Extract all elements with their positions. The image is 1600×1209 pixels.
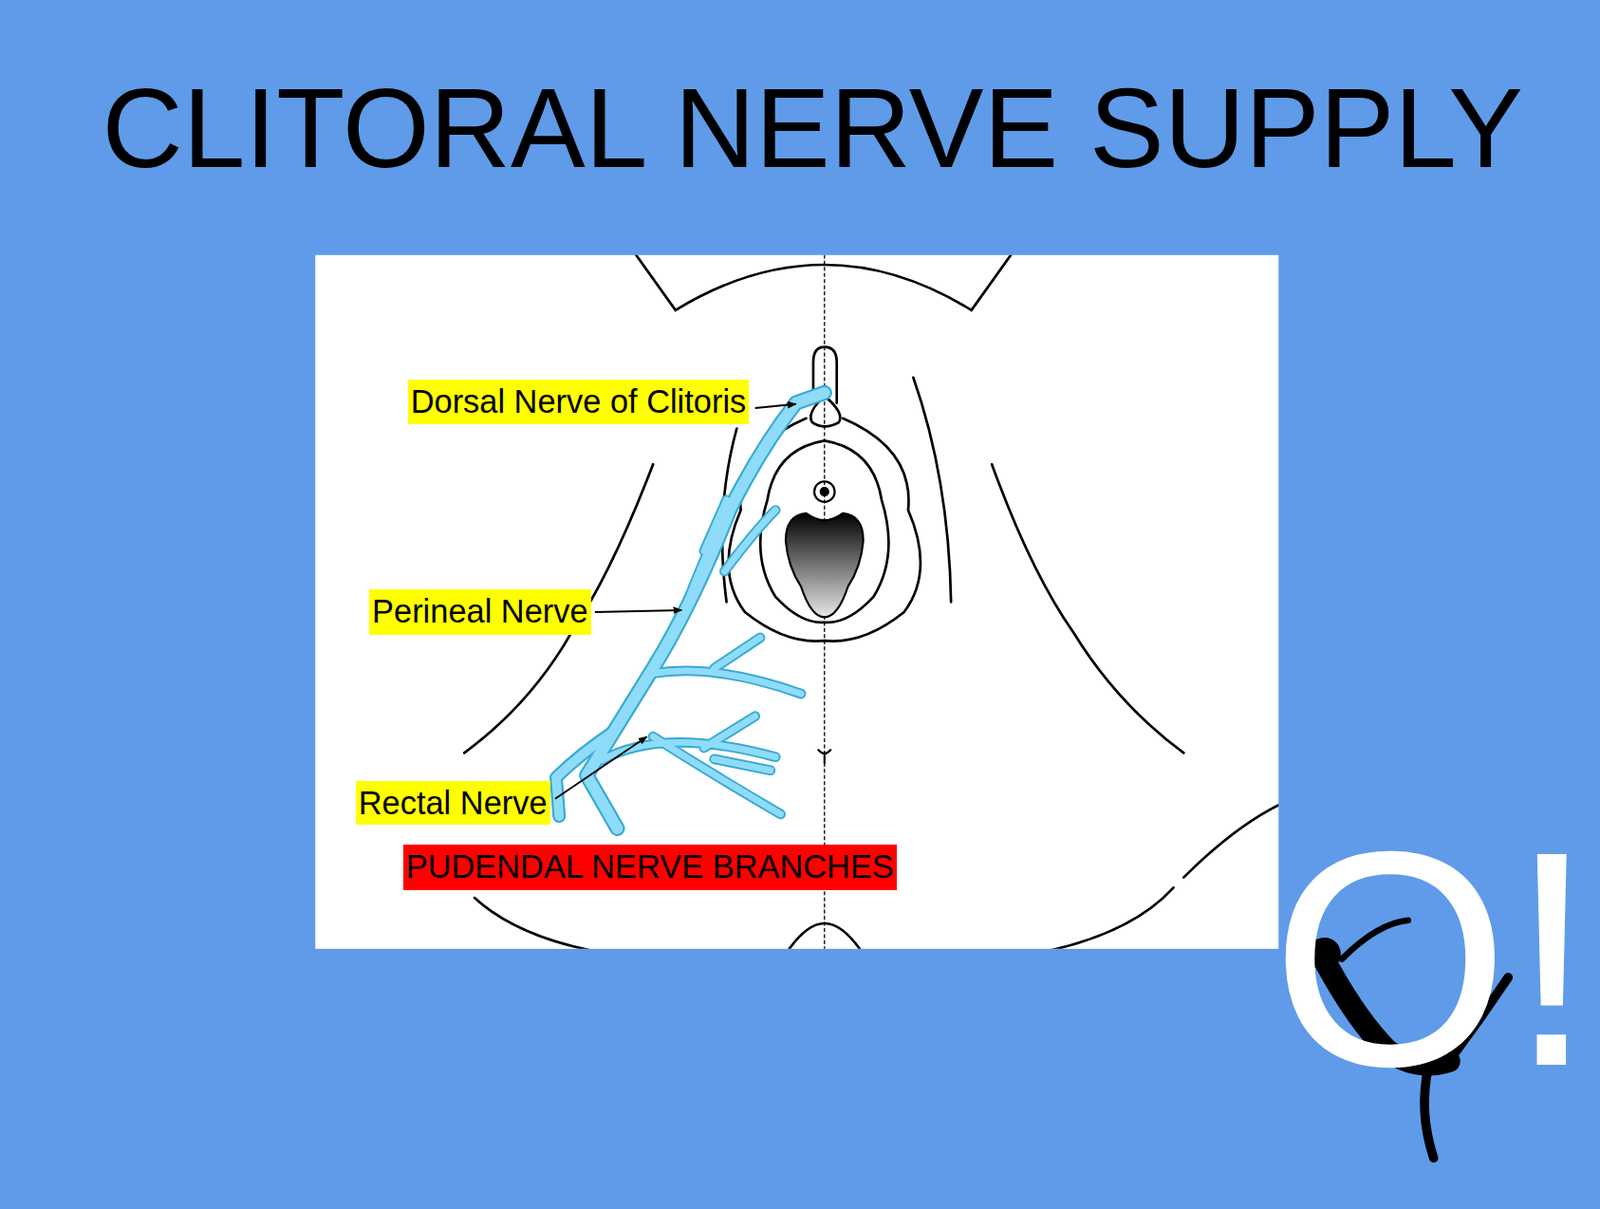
buttock-edge-right — [1183, 803, 1279, 877]
page-title: CLITORAL NERVE SUPPLY — [102, 61, 1524, 197]
thigh-right — [991, 464, 1184, 753]
buttock-left — [474, 897, 653, 949]
nerve-label: Perineal Nerve — [369, 589, 591, 634]
urethral-dot — [820, 487, 829, 496]
pudendal-nerve-outline — [556, 392, 825, 829]
nerve-label: Dorsal Nerve of Clitoris — [408, 379, 750, 425]
labium-majus-right — [912, 377, 951, 603]
coccyx-curve — [785, 923, 864, 949]
logo-text: O! — [1270, 805, 1595, 1113]
vaginal-opening — [785, 513, 864, 618]
white-panel — [315, 255, 1279, 949]
leader-arrows — [555, 404, 797, 800]
vestibule — [760, 440, 889, 623]
nerve-label: Rectal Nerve — [355, 781, 551, 825]
group-label: PUDENDAL NERVE BRANCHES — [403, 844, 897, 890]
mons-outline — [634, 255, 1013, 311]
anus-symbol — [818, 749, 831, 763]
urethral-opening — [814, 481, 836, 503]
buttock-right — [1000, 887, 1174, 949]
pudendal-nerve — [556, 392, 825, 829]
